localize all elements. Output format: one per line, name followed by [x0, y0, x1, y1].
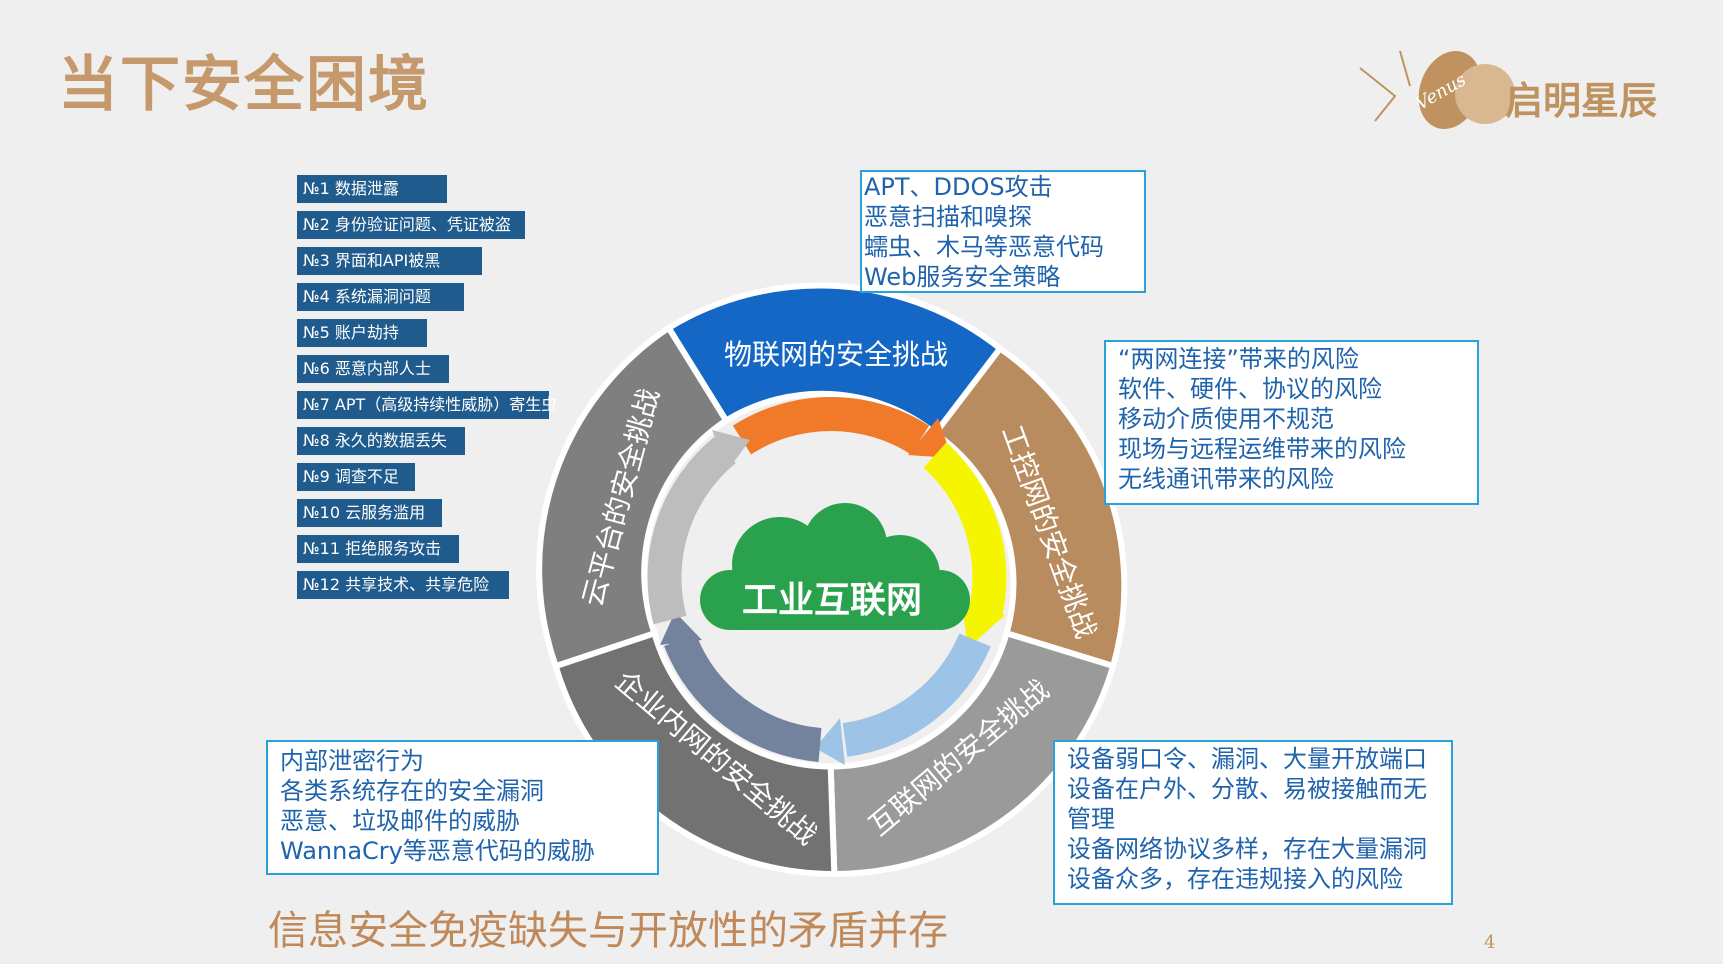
cycle-arrow-grey: [647, 436, 737, 625]
arrowhead-orange: [908, 418, 952, 458]
box-line: 恶意、垃圾邮件的威胁: [280, 807, 520, 835]
list-item: №9 调查不足: [297, 463, 415, 491]
list-item: №11 拒绝服务攻击: [297, 535, 459, 563]
cloud-icon: [700, 503, 970, 630]
box-line: 无线通讯带来的风险: [1118, 465, 1334, 493]
arrowhead-grey: [712, 430, 750, 470]
list-item: №10 云服务滥用: [297, 499, 442, 527]
list-item: №4 系统漏洞问题: [297, 283, 464, 311]
ics-threat-box: “两网连接”带来的风险 软件、硬件、协议的风险 移动介质使用不规范 现场与远程运…: [1104, 340, 1479, 505]
list-item: №5 账户劫持: [297, 319, 427, 347]
ring-segment-cloud: [536, 323, 731, 670]
segment-label-iot: 物联网的安全挑战: [724, 338, 948, 371]
ring-segment-intranet: [551, 629, 838, 877]
arrowhead-yellow: [962, 605, 1005, 648]
list-item: №8 永久的数据丢失: [297, 427, 465, 455]
cycle-arrow-yellow: [923, 442, 1007, 619]
box-line: 软件、硬件、协议的风险: [1118, 375, 1382, 403]
ring-segment-iot: [664, 282, 1005, 438]
box-line: 设备在户外、分散、易被接触而无: [1067, 775, 1427, 803]
intranet-threat-box: 内部泄密行为 各类系统存在的安全漏洞 恶意、垃圾邮件的威胁 WannaCry等恶…: [266, 740, 659, 875]
slide-title: 当下安全困境: [58, 50, 430, 120]
box-line: 设备众多，存在违规接入的风险: [1067, 865, 1403, 893]
list-item: №1 数据泄露: [297, 175, 447, 203]
list-item: №3 界面和API被黑: [297, 247, 482, 275]
center-label: 工业互联网: [742, 580, 922, 621]
cycle-arrow-slate: [664, 633, 822, 762]
box-line: 设备网络协议多样，存在大量漏洞: [1067, 835, 1427, 863]
list-item: №2 身份验证问题、凭证被盗: [297, 211, 525, 239]
list-item: №6 恶意内部人士: [297, 355, 449, 383]
box-line: 移动介质使用不规范: [1118, 405, 1334, 433]
box-line: 各类系统存在的安全漏洞: [280, 777, 544, 805]
internet-threat-box: 设备弱口令、漏洞、大量开放端口 设备在户外、分散、易被接触而无 管理 设备网络协…: [1053, 740, 1453, 905]
cycle-arrow-lightblue: [842, 633, 991, 757]
box-line: 蠕虫、木马等恶意代码: [864, 233, 1104, 261]
box-line: APT、DDOS攻击: [864, 173, 1053, 201]
list-item: №12 共享技术、共享危险: [297, 571, 509, 599]
arrowhead-lightblue: [815, 718, 845, 765]
box-line: 管理: [1067, 805, 1115, 833]
ring-segment-ics: [930, 344, 1128, 670]
box-line: “两网连接”带来的风险: [1118, 345, 1359, 373]
page-number: 4: [1484, 932, 1496, 953]
list-item: №7 APT（高级持续性威胁）寄生虫: [297, 391, 557, 419]
bottom-statement: 信息安全免疫缺失与开放性的矛盾并存: [268, 908, 948, 954]
box-line: Web服务安全策略: [864, 263, 1061, 291]
arrowhead-slate: [660, 612, 702, 645]
box-line: 内部泄密行为: [280, 747, 424, 775]
box-line: 恶意扫描和嗅探: [864, 203, 1032, 231]
logo-text: 启明星辰: [1505, 79, 1658, 123]
box-line: 设备弱口令、漏洞、大量开放端口: [1067, 745, 1427, 773]
cycle-arrow-orange: [732, 396, 930, 455]
box-line: WannaCry等恶意代码的威胁: [280, 837, 595, 865]
iot-threat-box: APT、DDOS攻击 恶意扫描和嗅探 蠕虫、木马等恶意代码 Web服务安全策略: [860, 170, 1146, 293]
box-line: 现场与远程运维带来的风险: [1118, 435, 1406, 463]
venus-logo-icon: Venus: [1359, 50, 1515, 129]
